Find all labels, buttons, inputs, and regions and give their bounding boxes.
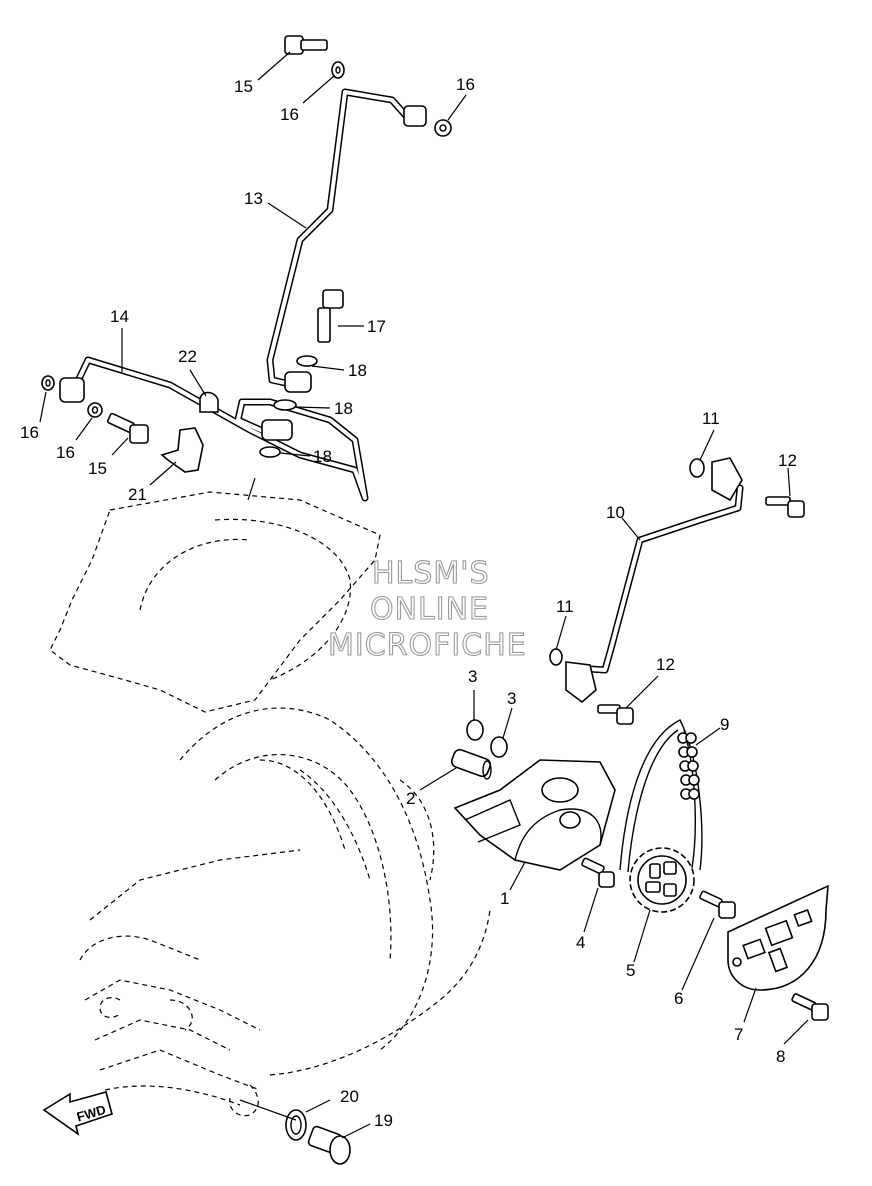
callout-11-upper: 11 [702,409,720,428]
washer-16-top-right [434,119,452,137]
union-bolt-15-left [106,412,149,444]
pipe-flange-10-lower [565,661,597,704]
callout-11-lower: 11 [556,597,574,616]
callout-20: 20 [340,1087,359,1106]
callout-14: 14 [110,307,129,326]
callout-18-lower: 18 [313,447,332,466]
bracket-21 [160,427,204,473]
callout-7: 7 [734,1025,743,1044]
oil-pipe-14 [72,356,369,502]
drive-chain-9 [619,719,703,873]
leader-lines [39,51,809,1139]
callout-21: 21 [128,485,147,504]
forward-direction-arrow: FWD [42,1091,113,1136]
bolt-6 [699,890,736,919]
callout-17: 17 [367,317,386,336]
callout-4: 4 [576,933,585,952]
drain-plug-19 [307,1125,351,1165]
callout-3-left: 3 [468,667,477,686]
callout-5: 5 [626,961,635,980]
washer-18-upper [296,355,318,367]
callout-13: 13 [244,189,263,208]
watermark-line-2: ONLINE [369,591,490,627]
chain-links [677,732,700,800]
pipe-fitting-14-left [59,377,85,403]
oil-pipe-13 [266,88,412,388]
o-ring-11-lower [549,648,563,666]
callout-numbers: 15 16 16 13 17 18 18 18 14 22 16 16 15 2… [20,75,797,1130]
o-ring-11-upper [689,458,705,478]
clamp-22 [199,391,219,413]
bolt-8 [791,993,829,1021]
washer-16-left-outer [41,375,55,391]
callout-10: 10 [606,503,625,522]
callout-22: 22 [178,347,197,366]
o-ring-3-right [490,736,508,758]
callout-16-top-right: 16 [456,75,475,94]
watermark-line-1: HLSM'S [371,555,490,591]
callout-18-middle: 18 [334,399,353,418]
callout-16-left-inner: 16 [56,443,75,462]
callout-15-left: 15 [88,459,107,478]
callout-3-right: 3 [507,689,516,708]
washer-18-middle [273,399,297,411]
callout-2: 2 [406,789,415,808]
callout-6: 6 [674,989,683,1008]
callout-9: 9 [720,715,729,734]
union-bolt-15-top [284,35,328,55]
gasket-20 [285,1109,307,1141]
oil-pump-1 [453,759,616,871]
union-bolt-17 [317,289,344,343]
watermark-line-3: MICROFICHE [327,627,527,663]
callout-16-left-outer: 16 [20,423,39,442]
bolt-4 [581,857,615,888]
callout-1: 1 [500,889,509,908]
engine-crankcase-outline [49,491,491,1117]
o-ring-3-left [466,719,484,741]
pipe-fitting-14 [261,419,293,441]
oil-pipe-10 [571,484,744,674]
washer-18-lower [259,446,281,458]
callout-8: 8 [776,1047,785,1066]
pipe-flange-10-upper [711,457,743,502]
callout-19: 19 [374,1111,393,1130]
washer-16-left-inner [87,402,103,418]
pipe-fitting-13-bottom [284,371,312,393]
callout-12-lower: 12 [656,655,675,674]
callout-18-upper: 18 [348,361,367,380]
pipe-fitting-13-top [403,105,427,127]
cover-plate-7 [727,884,829,991]
pump-shaft-2 [450,748,492,780]
washer-16-top-left [331,61,345,79]
callout-15-top: 15 [234,77,253,96]
callout-12-upper: 12 [778,451,797,470]
bolt-12-upper [765,496,805,518]
callout-16-top-left: 16 [280,105,299,124]
sprocket-5 [629,847,695,913]
bolt-12-lower [597,704,634,725]
